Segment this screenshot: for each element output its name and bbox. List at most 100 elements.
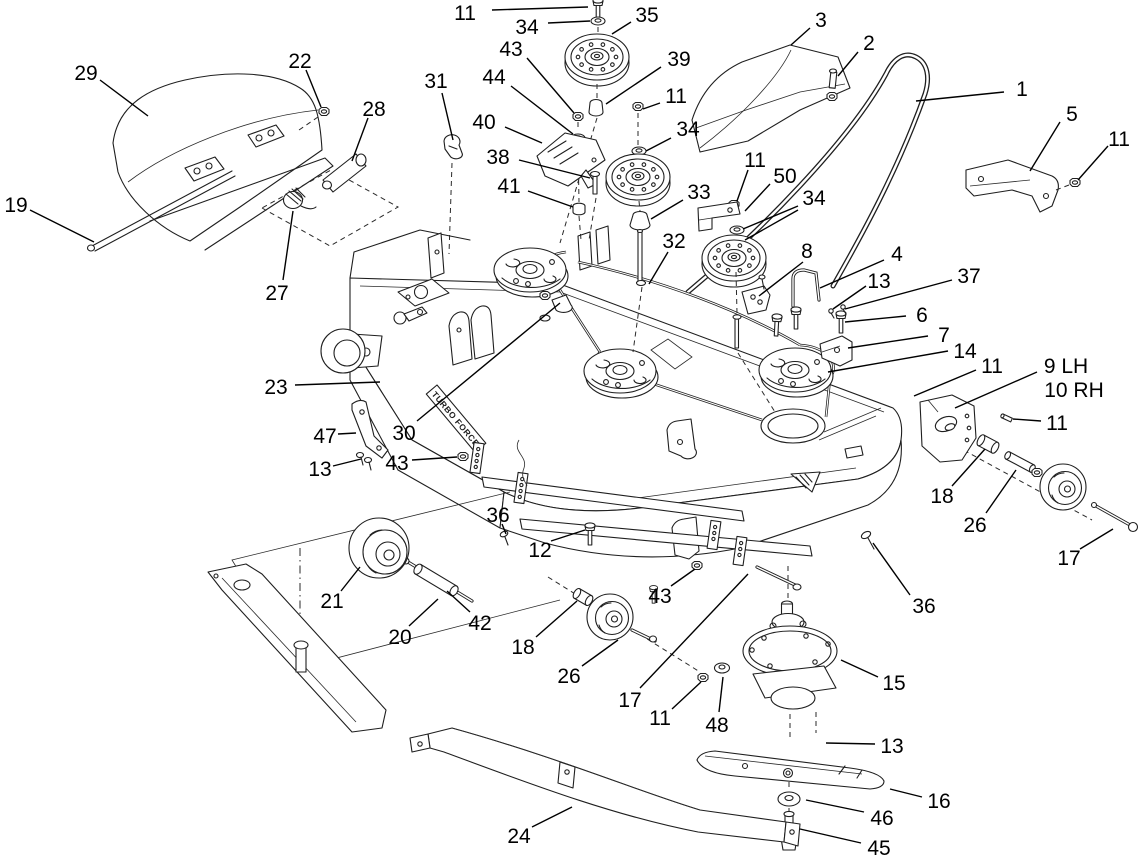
- leader-line: [282, 210, 294, 281]
- leader-line: [742, 205, 799, 230]
- callout-label-11: 11: [1108, 128, 1130, 151]
- callout-label-39: 39: [667, 48, 690, 71]
- callout-label-35: 35: [635, 4, 658, 27]
- torsion-spring: [260, 153, 400, 247]
- leader-line: [518, 159, 591, 179]
- leader-line: [408, 598, 439, 627]
- callout-label-17: 17: [618, 689, 641, 712]
- leader-line: [819, 259, 885, 289]
- callout-label-12: 12: [528, 539, 551, 562]
- callout-label-8: 8: [801, 240, 813, 263]
- leader-line: [825, 742, 876, 745]
- callout-label-44: 44: [482, 66, 506, 89]
- leader-line: [611, 21, 632, 35]
- leader-line: [351, 117, 369, 162]
- right-caster-group: [860, 394, 1139, 550]
- callout-label-17: 17: [1057, 547, 1080, 570]
- leader-line: [913, 369, 977, 397]
- leader-line: [1012, 418, 1042, 422]
- leader-line: [531, 806, 573, 828]
- callout-label-34: 34: [515, 16, 539, 39]
- callout-label-28: 28: [362, 98, 385, 121]
- leader-line: [805, 799, 865, 813]
- callout-label-23: 23: [264, 376, 287, 399]
- leader-line: [550, 529, 586, 542]
- leader-line: [340, 566, 361, 592]
- callout-label-14: 14: [953, 340, 977, 363]
- leader-line: [411, 456, 458, 461]
- callout-label-36: 36: [486, 504, 509, 527]
- leader-line: [847, 335, 929, 349]
- callout-label-34: 34: [802, 187, 826, 210]
- leader-line: [648, 251, 669, 285]
- callout-label-21: 21: [320, 590, 343, 613]
- callout-label-42: 42: [468, 612, 491, 635]
- leader-line: [758, 261, 804, 297]
- leader-line: [650, 199, 684, 220]
- leader-line: [441, 92, 454, 141]
- discharge-deflector: [112, 73, 334, 251]
- left-gauge-wheel-group: [231, 491, 561, 669]
- caster-wheel-center: [547, 576, 731, 683]
- leader-line: [671, 681, 702, 710]
- leader-line: [535, 600, 578, 638]
- leader-line: [605, 66, 662, 105]
- leader-line: [718, 676, 724, 713]
- leader-line: [547, 20, 591, 24]
- callout-label-4: 4: [891, 243, 903, 266]
- callout-label-19: 19: [4, 194, 27, 217]
- front-support-bars: [457, 439, 813, 591]
- callout-label-50: 50: [773, 165, 796, 188]
- callout-label-2: 2: [863, 32, 875, 55]
- leader-line: [527, 190, 574, 208]
- callout-label-7: 7: [938, 324, 950, 347]
- leader-line: [337, 432, 357, 435]
- leader-line: [446, 590, 471, 613]
- leader-line: [954, 371, 1038, 409]
- leader-line: [332, 458, 362, 467]
- callout-label-40: 40: [472, 111, 495, 134]
- leader-line: [294, 381, 381, 386]
- leader-line: [670, 568, 696, 587]
- callout-label-36: 36: [912, 595, 935, 618]
- callout-label-11: 11: [454, 2, 476, 25]
- leader-line: [844, 279, 953, 310]
- idler-mount-plate: [536, 111, 606, 241]
- callout-label-37: 37: [957, 265, 980, 288]
- leader-line: [29, 209, 95, 243]
- callout-label-11: 11: [1046, 412, 1068, 435]
- callout-label-20: 20: [388, 626, 411, 649]
- callout-label-16: 16: [927, 790, 950, 813]
- callout-label-38: 38: [486, 146, 509, 169]
- callout-label-5: 5: [1066, 103, 1078, 126]
- leader-line: [799, 828, 862, 844]
- deflector-rod: [86, 170, 236, 252]
- callout-label-15: 15: [882, 672, 905, 695]
- callout-label-24: 24: [507, 825, 531, 848]
- callout-label-18: 18: [511, 636, 534, 659]
- leader-line: [889, 788, 923, 798]
- callout-label-29: 29: [74, 62, 97, 85]
- leader-line: [915, 91, 1005, 102]
- leader-line: [837, 51, 859, 77]
- leader-line: [1077, 145, 1109, 181]
- callout-label-27: 27: [265, 282, 288, 305]
- callout-label-13: 13: [867, 270, 890, 293]
- callout-label-45: 45: [867, 837, 890, 860]
- callout-label-41: 41: [497, 175, 520, 198]
- callout-label-47: 47: [313, 425, 336, 448]
- callout-label-1: 1: [1016, 78, 1028, 101]
- callout-label-32: 32: [662, 230, 685, 253]
- callout-label-10-RH: 10 RH: [1044, 379, 1104, 402]
- callout-label-34: 34: [676, 118, 700, 141]
- leader-line: [872, 542, 911, 596]
- callout-label-43: 43: [499, 38, 522, 61]
- leader-line: [526, 57, 575, 114]
- callout-label-22: 22: [288, 50, 311, 73]
- leader-line: [501, 523, 507, 535]
- leader-line: [832, 285, 867, 310]
- callout-label-18: 18: [930, 485, 953, 508]
